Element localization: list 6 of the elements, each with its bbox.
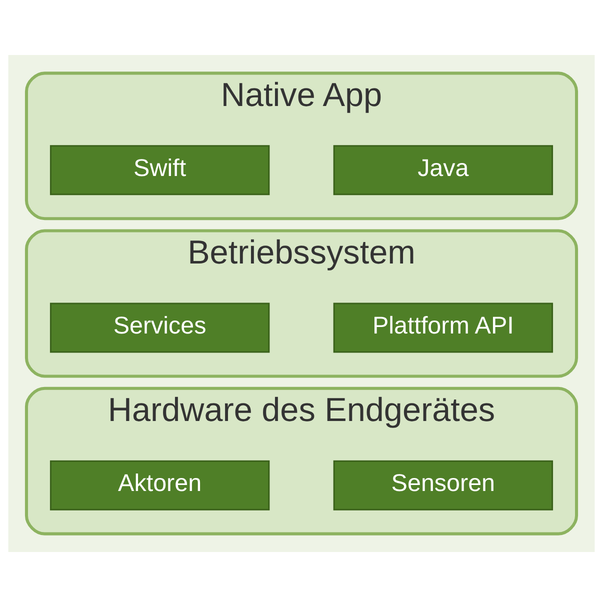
node-box: Aktoren (50, 460, 270, 510)
node-box: Swift (50, 145, 270, 196)
node-box: Services (50, 302, 270, 353)
node-box: Sensoren (333, 460, 554, 510)
node-box: Plattform API (333, 302, 554, 353)
node-box: Java (333, 145, 554, 196)
